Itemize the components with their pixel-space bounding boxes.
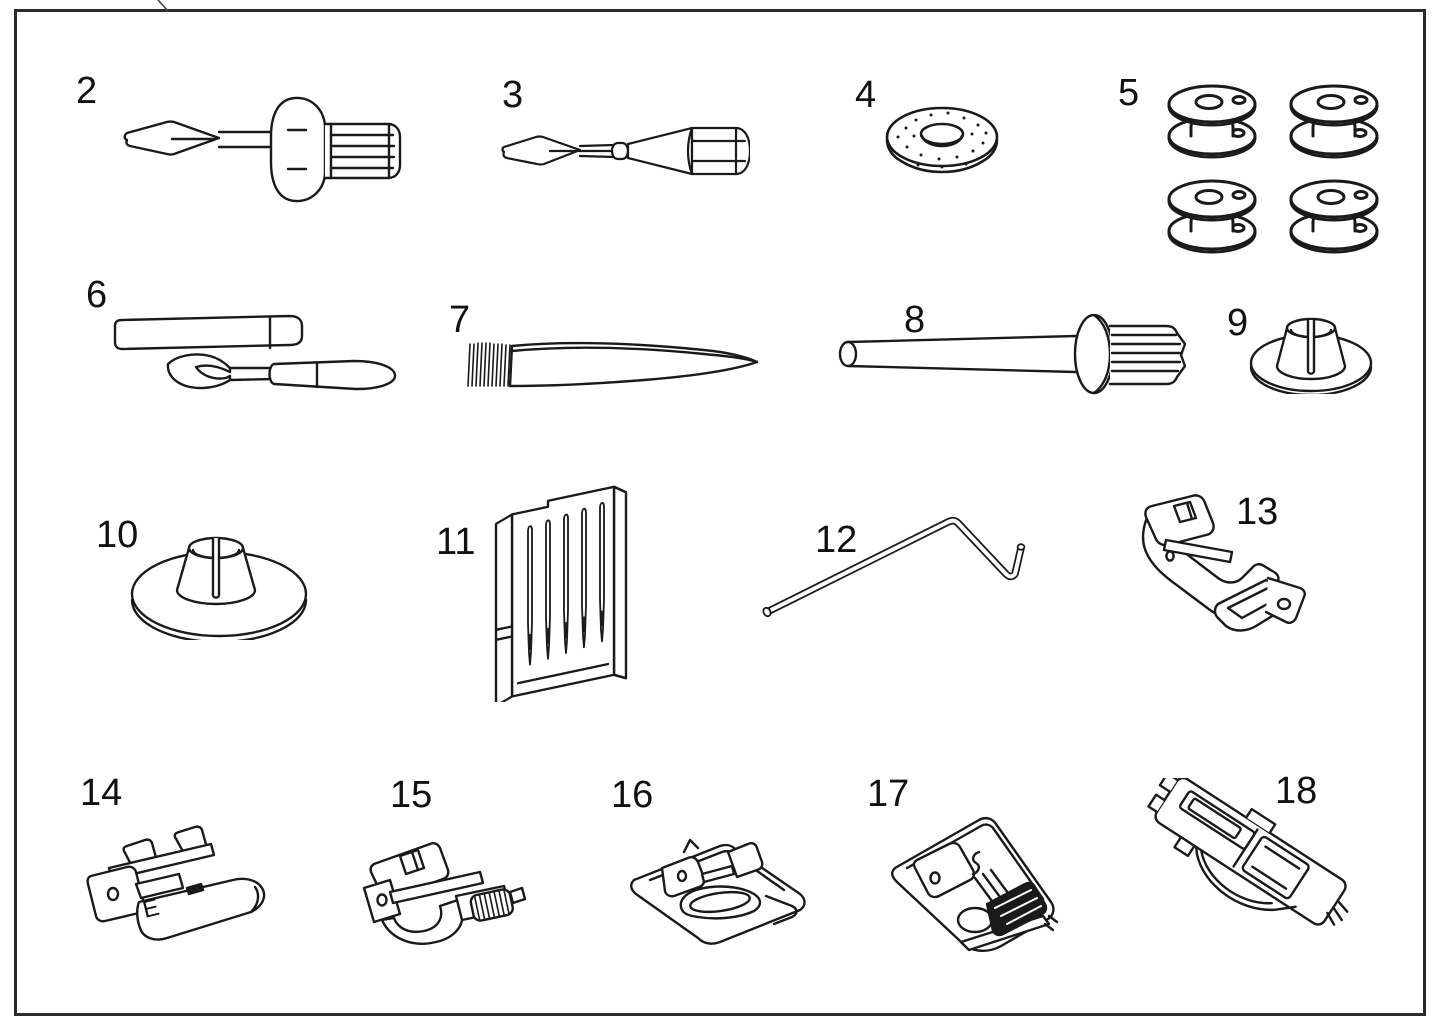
- item-7-label: 7: [449, 299, 471, 341]
- item-16-label: 16: [611, 774, 654, 816]
- svg-text:E: E: [140, 894, 162, 924]
- lint-brush-icon: [467, 341, 759, 388]
- bobbin-icon: [1289, 84, 1379, 159]
- bobbin-icon: [1167, 179, 1257, 254]
- item-11-label: 11: [436, 521, 476, 563]
- item-6-label: 6: [86, 274, 108, 316]
- item-13-label: 13: [1236, 491, 1279, 533]
- item-18-label: 18: [1275, 770, 1318, 812]
- item-8-label: 8: [904, 299, 926, 341]
- buttonhole-foot-icon: [1147, 778, 1349, 926]
- item-3-label: 3: [502, 74, 524, 116]
- item-4-label: 4: [855, 74, 877, 116]
- needle-set-icon: [494, 485, 628, 702]
- item-17-label: 17: [867, 773, 910, 815]
- spool-holder-small-icon: [1249, 317, 1373, 394]
- bobbin-icon: [1167, 84, 1257, 159]
- auxiliary-spool-pin-icon: [838, 314, 1186, 395]
- item-2-label: 2: [76, 70, 98, 112]
- zigzag-foot-icon: E: [86, 825, 266, 941]
- spool-pin-felt-washer-icon: [885, 106, 999, 174]
- leader-line-tick: [157, 0, 169, 12]
- quilting-guide-bar-icon: [762, 516, 1026, 618]
- overcasting-foot-icon: [362, 842, 527, 945]
- button-sewing-foot-icon: [891, 816, 1059, 952]
- screwdriver-icon: [501, 126, 750, 176]
- item-10-label: 10: [96, 514, 139, 556]
- item-15-label: 15: [390, 774, 433, 816]
- item-12-label: 12: [815, 519, 858, 561]
- spool-holder-large-icon: [130, 536, 308, 640]
- item-14-label: 14: [80, 772, 123, 814]
- bobbin-icon: [1289, 179, 1379, 254]
- seam-ripper-icon: [113, 314, 397, 391]
- satin-stitch-foot-icon: [630, 838, 806, 945]
- item-5-label: 5: [1118, 72, 1140, 114]
- item-9-label: 9: [1227, 302, 1249, 344]
- overedge-foot-icon: [1141, 494, 1306, 632]
- large-screwdriver-icon: [123, 96, 402, 203]
